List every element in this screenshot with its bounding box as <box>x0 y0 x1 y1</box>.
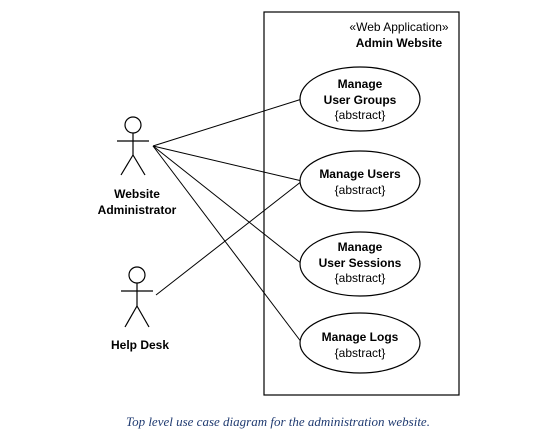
system-stereotype: «Web Application» <box>349 20 449 34</box>
use-case-sessions-line1: Manage <box>338 240 383 254</box>
use-case-manage-logs <box>299 312 421 374</box>
system-name: Admin Website <box>356 36 443 50</box>
use-case-manage-user-sessions <box>299 231 421 297</box>
figure-caption: Top level use case diagram for the admin… <box>126 414 430 429</box>
assoc-helpdesk-users <box>155 180 303 296</box>
use-case-sessions-line2: User Sessions <box>319 256 402 270</box>
use-case-user-groups-line1: Manage <box>338 77 383 91</box>
use-case-user-groups-line2: User Groups <box>324 93 397 107</box>
use-case-user-groups-stereotype: {abstract} <box>335 108 386 122</box>
use-case-sessions-stereotype: {abstract} <box>335 271 386 285</box>
use-case-logs-line1: Manage Logs <box>322 330 399 344</box>
helpdesk-actor-figure <box>121 266 153 328</box>
admin-actor-label-line2: Administrator <box>98 203 177 217</box>
use-case-manage-user-groups <box>299 66 421 132</box>
use-case-manage-users <box>299 150 421 212</box>
assoc-admin-sessions <box>152 145 303 265</box>
use-case-logs-stereotype: {abstract} <box>335 346 386 360</box>
associations <box>152 98 303 344</box>
use-case-users-stereotype: {abstract} <box>335 183 386 197</box>
admin-actor-label-line1: Website <box>114 187 160 201</box>
admin-actor-figure <box>117 116 149 176</box>
use-case-diagram: «Web Application» Admin Website Website … <box>98 11 460 396</box>
helpdesk-actor-label: Help Desk <box>111 338 169 352</box>
use-case-users-line1: Manage Users <box>319 167 401 181</box>
system-boundary <box>263 11 460 396</box>
assoc-admin-users <box>152 145 303 182</box>
assoc-admin-user-groups <box>152 98 303 147</box>
assoc-admin-logs <box>152 145 303 344</box>
